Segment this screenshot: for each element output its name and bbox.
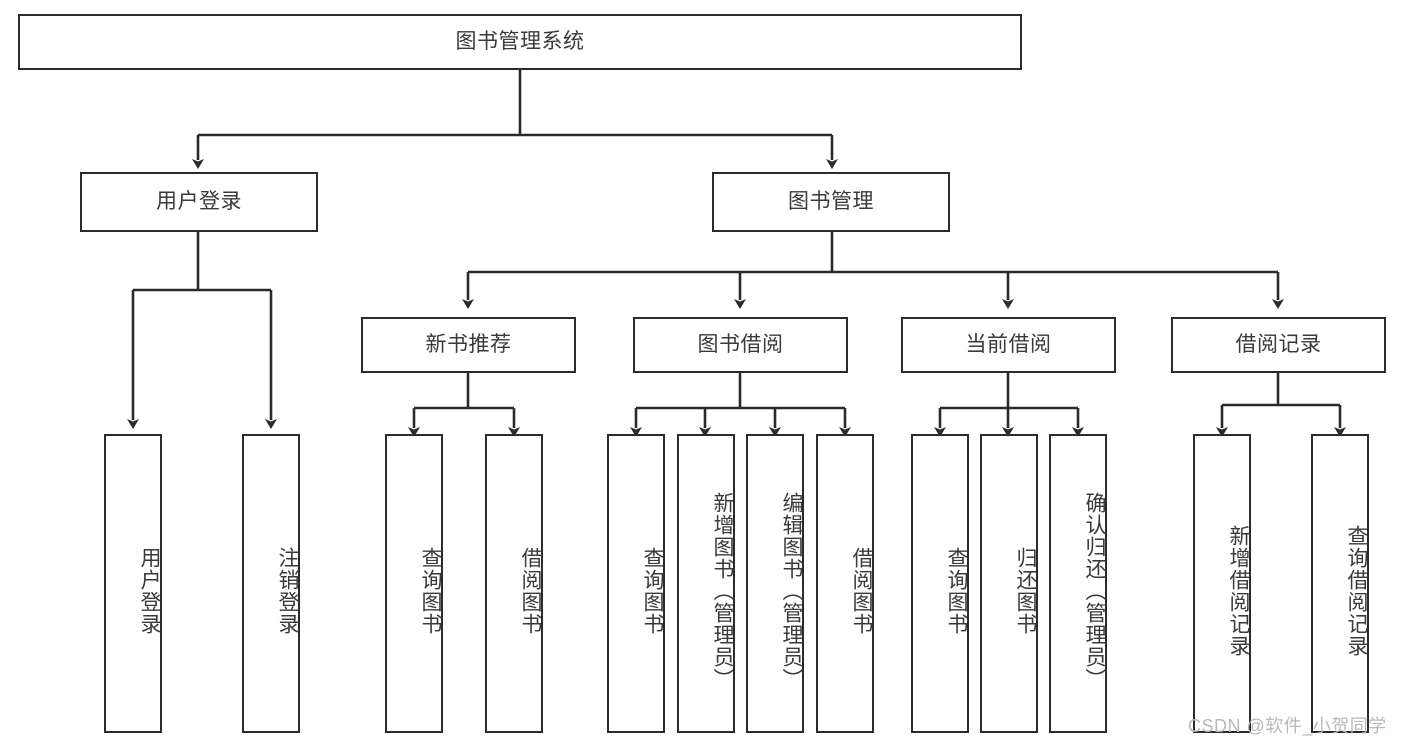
- node-borrow-record[interactable]: 借阅记录: [1171, 317, 1386, 373]
- leaf-label: 注销登录: [276, 546, 299, 635]
- leaf-label: 查询图书: [945, 546, 968, 635]
- node-borrow-record-label: 借阅记录: [1235, 332, 1322, 356]
- node-current-borrow-label: 当前借阅: [965, 332, 1052, 356]
- node-new-book-recommendation-label: 新书推荐: [425, 332, 512, 356]
- leaf-label: 新增图书（管理员）: [711, 491, 734, 690]
- leaf-label: 借阅图书: [850, 546, 873, 635]
- node-book-management[interactable]: 图书管理: [712, 172, 950, 232]
- leaf-label: 新增借阅记录: [1227, 524, 1250, 657]
- leaf-label: 查询图书: [641, 546, 664, 635]
- node-book-borrow[interactable]: 图书借阅: [633, 317, 848, 373]
- leaf-book-borrow-add[interactable]: 新增图书（管理员）: [677, 434, 735, 733]
- node-current-borrow[interactable]: 当前借阅: [901, 317, 1116, 373]
- leaf-borrow-record-query[interactable]: 查询借阅记录: [1311, 434, 1369, 733]
- leaf-current-borrow-return[interactable]: 归还图书: [980, 434, 1038, 733]
- leaf-user-login-signout[interactable]: 注销登录: [242, 434, 300, 733]
- node-book-borrow-label: 图书借阅: [697, 332, 784, 356]
- node-user-login-label: 用户登录: [156, 189, 242, 213]
- node-book-management-label: 图书管理: [788, 189, 874, 213]
- leaf-label: 借阅图书: [519, 546, 542, 635]
- leaf-current-borrow-confirm-return[interactable]: 确认归还（管理员）: [1049, 434, 1107, 733]
- leaf-book-borrow-edit[interactable]: 编辑图书（管理员）: [746, 434, 804, 733]
- leaf-label: 查询借阅记录: [1345, 524, 1368, 657]
- leaf-borrow-record-add[interactable]: 新增借阅记录: [1193, 434, 1251, 733]
- leaf-user-login-signin[interactable]: 用户登录: [104, 434, 162, 733]
- node-user-login[interactable]: 用户登录: [80, 172, 318, 232]
- leaf-book-borrow-lend[interactable]: 借阅图书: [816, 434, 874, 733]
- leaf-label: 编辑图书（管理员）: [780, 491, 803, 690]
- node-root-label: 图书管理系统: [455, 29, 585, 53]
- leaf-current-borrow-query[interactable]: 查询图书: [911, 434, 969, 733]
- leaf-new-book-borrow[interactable]: 借阅图书: [485, 434, 543, 733]
- watermark: CSDN @软件_小贺同学: [1188, 716, 1387, 736]
- node-new-book-recommendation[interactable]: 新书推荐: [361, 317, 576, 373]
- leaf-label: 用户登录: [138, 546, 161, 635]
- node-root[interactable]: 图书管理系统: [18, 14, 1022, 70]
- leaf-label: 归还图书: [1014, 546, 1037, 635]
- leaf-label: 查询图书: [419, 546, 442, 635]
- leaf-book-borrow-query[interactable]: 查询图书: [607, 434, 665, 733]
- leaf-new-book-query[interactable]: 查询图书: [385, 434, 443, 733]
- leaf-label: 确认归还（管理员）: [1083, 491, 1106, 690]
